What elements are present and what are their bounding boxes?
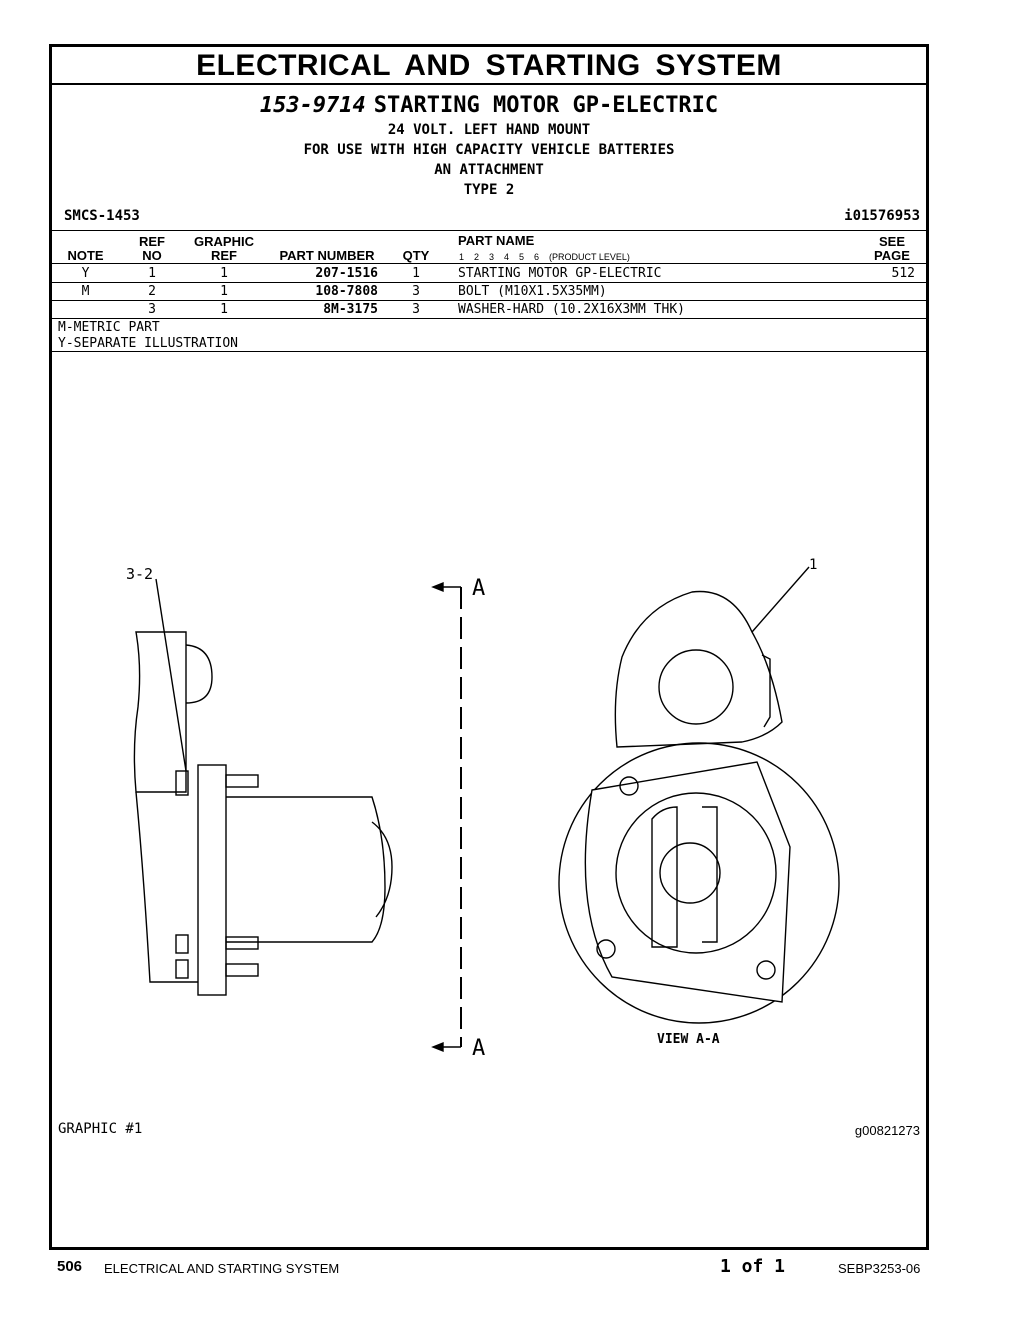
table-top-rule <box>52 230 926 231</box>
group-heading: 153-9714 STARTING MOTOR GP-ELECTRIC <box>52 93 926 118</box>
end-view-pinion-bore <box>659 842 721 904</box>
callout-right-leader <box>751 566 810 633</box>
notes-rule <box>52 351 926 352</box>
row-rule <box>52 318 926 319</box>
page-title: ELECTRICAL AND STARTING SYSTEM <box>52 47 926 85</box>
col-product-levels: 1 2 3 4 5 6 (PRODUCT LEVEL) <box>459 252 630 262</box>
footer-doc-id: SEBP3253-06 <box>838 1261 921 1276</box>
smcs-code: SMCS-1453 <box>64 208 140 224</box>
note-metric: M-METRIC PART <box>58 320 160 335</box>
graphic-label: GRAPHIC #1 <box>58 1121 143 1137</box>
callout-left-label: 3-2 <box>126 565 153 583</box>
section-arrowhead-bottom <box>431 1041 444 1053</box>
washer-top <box>175 770 189 796</box>
solenoid-cap <box>185 644 213 704</box>
end-view-terminal <box>761 654 771 728</box>
bolt-middle <box>225 936 259 950</box>
row-qty: 3 <box>412 284 420 299</box>
footer-page-of: 1 of 1 <box>720 1256 786 1277</box>
graphic-ref: g00821273 <box>854 1123 920 1138</box>
mounting-flange <box>197 764 227 996</box>
footer-page-number: 506 <box>57 1258 83 1275</box>
col-graphic-top: GRAPHIC <box>194 234 254 249</box>
row-qty: 1 <box>412 266 420 281</box>
group-line-3: AN ATTACHMENT <box>434 162 544 178</box>
section-label-bottom: A <box>472 1036 485 1061</box>
row-graphic: 1 <box>220 266 228 281</box>
callout-left-leader <box>155 578 187 772</box>
end-view-key <box>702 806 718 943</box>
section-label-top: A <box>472 576 485 601</box>
row-qty: 3 <box>412 302 420 317</box>
motor-body <box>226 796 386 943</box>
end-view-pilot-circle <box>615 792 777 954</box>
row-part-name: BOLT (M10X1.5X35MM) <box>458 284 607 299</box>
col-ref-bottom: NO <box>142 248 162 263</box>
bolt-top <box>225 774 259 788</box>
view-label: VIEW A-A <box>657 1032 720 1047</box>
row-part-number: 8M-3175 <box>323 302 378 317</box>
end-view-top-housing <box>614 590 783 748</box>
row-note: M <box>81 284 90 299</box>
row-ref: 1 <box>148 266 156 281</box>
housing-outline <box>133 631 187 793</box>
col-note: NOTE <box>67 248 104 263</box>
row-note: Y <box>81 266 90 281</box>
row-rule <box>52 300 926 301</box>
row-see-page: 512 <box>891 266 915 281</box>
col-part-name: PART NAME <box>458 233 535 248</box>
end-view-bolt-hole-3 <box>756 960 776 980</box>
row-graphic: 1 <box>220 302 228 317</box>
row-rule <box>52 282 926 283</box>
col-graphic-bottom: REF <box>211 248 237 263</box>
col-see-top: SEE <box>878 234 905 249</box>
end-view-slot <box>651 806 678 948</box>
col-qty: QTY <box>402 248 430 263</box>
row-part-number: 207-1516 <box>315 266 378 281</box>
callout-right-label: 1 <box>809 557 817 573</box>
starting-motor-drawing: 3-2 1 A A VIEW A-A <box>126 557 840 1061</box>
end-view-motor-circle <box>558 742 840 1024</box>
footer-section: ELECTRICAL AND STARTING SYSTEM <box>104 1261 340 1276</box>
end-view-shaft-bore <box>658 649 734 725</box>
group-line-2: FOR USE WITH HIGH CAPACITY VEHICLE BATTE… <box>303 142 675 158</box>
note-separate-illustration: Y-SEPARATE ILLUSTRATION <box>58 336 239 351</box>
row-part-number: 108-7808 <box>315 284 378 299</box>
row-part-name: STARTING MOTOR GP-ELECTRIC <box>458 266 662 281</box>
washer-middle <box>175 934 189 954</box>
col-part-number: PART NUMBER <box>279 248 375 263</box>
housing-lower <box>135 791 198 983</box>
row-ref: 2 <box>148 284 156 299</box>
row-ref: 3 <box>148 302 156 317</box>
header-rule <box>52 263 926 264</box>
end-view-bolt-hole-1 <box>619 776 639 796</box>
end-view-bolt-hole-2 <box>596 939 616 959</box>
bolt-bottom <box>225 963 259 977</box>
washer-bottom <box>175 959 189 979</box>
row-graphic: 1 <box>220 284 228 299</box>
group-line-4: TYPE 2 <box>463 182 515 198</box>
col-ref-top: REF <box>139 234 165 249</box>
col-see-bottom: PAGE <box>874 248 910 263</box>
group-name: STARTING MOTOR GP-ELECTRIC <box>373 93 719 118</box>
row-part-name: WASHER-HARD (10.2X16X3MM THK) <box>458 302 685 317</box>
illustration-ref: i01576953 <box>844 208 920 224</box>
section-arrowhead-top <box>431 581 444 593</box>
group-line-1: 24 VOLT. LEFT HAND MOUNT <box>387 122 591 138</box>
motor-end-cap <box>371 821 393 918</box>
group-number: 153-9714 <box>259 93 366 118</box>
end-view-flange-plate <box>584 761 791 1003</box>
